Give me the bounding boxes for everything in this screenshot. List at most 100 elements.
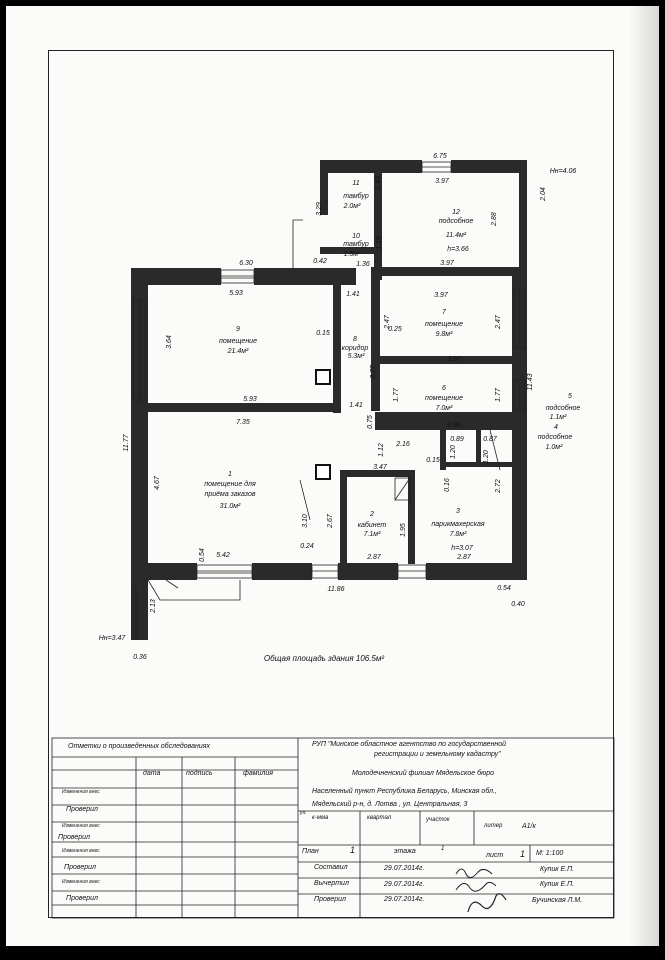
dim: 2.16 [395,441,410,448]
dim: 1.19 [376,236,383,250]
label-kmma: к-мма [312,815,329,821]
room-2-name: кабинет [358,521,387,529]
col-date: дата [143,770,161,777]
col-surname: фамилия [243,770,274,777]
tambur-partition [320,247,374,254]
dim: 1.36 [356,261,370,268]
label-plan: План [302,848,319,855]
room-8-name: коридор [342,344,369,352]
label-proveril: Проверил [314,896,346,903]
room-1-num: 1 [228,471,232,478]
room-1-area: 31.0м² [220,503,241,510]
wall-1-2-top [340,470,410,477]
room-3-num: 3 [456,508,460,515]
room-4-area: 1.0м² [546,444,564,451]
room-12-name: подсобное [439,217,474,225]
window-n1 [220,269,255,284]
dim: 0.40 [511,601,525,608]
dim: 1.41 [349,402,363,409]
room-1-name-1: помещение для [204,480,256,488]
dim: 3.47 [373,464,388,471]
windows [132,161,526,579]
room-4-name: подсобное [538,433,573,441]
dim: 1.77 [495,387,502,402]
label-list: лист [486,852,504,859]
room-3-h: h=3.07 [451,545,474,552]
dim: 3.64 [166,335,173,349]
dim: 1.43 [375,176,382,190]
row-label: Изменения внес [62,789,100,795]
window-e2 [513,379,526,411]
liter-value: А1/к [522,823,536,830]
dim: 2.47 [495,314,502,330]
wall-2-3 [408,470,415,564]
branch: Молодечненский филиал Мядельское бюро [352,770,495,777]
dim: 5.42 [216,552,230,559]
annex-wall-north-mid [382,160,422,173]
dim: 7.35 [236,419,250,426]
dim: 0.24 [300,543,314,550]
scale: М: 1:100 [536,850,564,857]
wall-4-5-south [446,462,512,467]
room-11-name: тамбур [343,192,369,200]
window-e1 [513,287,526,349]
dim: 3.97 [447,356,462,363]
west-wall [131,268,148,640]
wall-1-2 [340,470,347,564]
dim: 1.95 [400,523,407,537]
dim: 3.97 [435,178,450,185]
level-mark-bottom: Нн=3.47 [99,635,127,642]
org-line-1: РУП "Минское областное агентство по госу… [312,741,507,748]
corridor-west-wall [333,285,341,413]
dim: 4.67 [154,475,161,490]
dim: 0.42 [313,258,327,265]
dim: 0.75 [367,415,374,429]
room-5-name: подсобное [546,404,581,412]
room-2-num: 2 [369,511,374,518]
dim: 5.93 [243,396,257,403]
wall-6-south [375,412,513,430]
dim: 2.04 [540,187,547,202]
room-8-area: 5.3м² [348,353,366,360]
dim: 3.97 [440,260,455,267]
room-9-area: 21.4м² [227,348,249,355]
room-9-name: помещение [219,338,257,345]
room-12-area: 11.4м² [446,232,467,239]
room-6-num: 6 [442,385,446,392]
dim: 0.36 [133,654,147,661]
annex-wall-north-right [451,160,526,173]
room-7-area: 9.8м² [436,331,454,338]
date-2: 29.07.2014г. [384,881,425,888]
annex-wall-north-left [320,160,374,173]
window-w1 [132,299,147,401]
org-line-2: регистрации и земельному кадастру" [374,751,501,758]
etazh-value: 1 [441,846,445,852]
room-7-name: помещение [425,321,463,328]
wall-9-1 [148,403,335,412]
room-11-num: 11 [352,180,359,187]
room-8-num: 8 [353,336,357,343]
dim: 1.12 [378,443,385,457]
dim: 0.89 [450,436,464,443]
thin-lines [135,219,501,640]
dim: 0.16 [444,478,451,492]
inspections-header: Отметки о произведенных обследованиях [68,743,211,750]
annex-wall-south [371,267,527,276]
dim: 0.54 [497,585,511,592]
dim: 2.67 [327,513,334,529]
room-11-area: 2.0м² [343,203,362,210]
column-2 [315,464,331,480]
south-wall-3 [338,563,398,580]
row-label: Изменения внес [62,848,100,854]
dim: 1.77 [393,387,400,402]
room-labels: 12 подсобное 11.4м² h=3.66 11 тамбур 2.0… [204,180,580,552]
plan-value: 1 [350,845,356,855]
dim: 0.15 [426,457,440,464]
annex-partition [374,160,382,280]
floor-plan: 12 подсобное 11.4м² h=3.66 11 тамбур 2.0… [99,153,581,663]
room-5-area: 1.1м² [550,414,568,421]
dim: 3.10 [302,514,309,528]
total-area: Общая площадь здания 106.5м² [264,654,384,663]
north-wall-mid [254,268,313,285]
column-1 [315,369,331,385]
